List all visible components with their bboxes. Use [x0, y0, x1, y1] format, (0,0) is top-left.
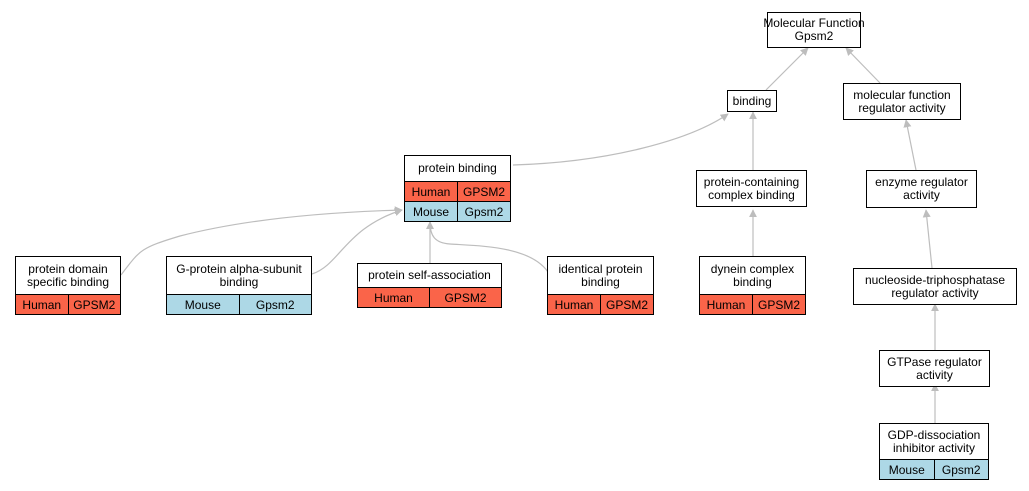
species-cell: Human [706, 297, 746, 312]
node-label-line: activity [903, 188, 940, 202]
node-dynein-complex-binding[interactable]: dynein complex binding Human GPSM2 [699, 256, 806, 315]
node-label-line: molecular function [853, 87, 951, 102]
node-gdp-dissociation-inhibitor-activity[interactable]: GDP-dissociation inhibitor activity Mous… [879, 423, 989, 480]
node-label-line: G-protein alpha-subunit [176, 261, 302, 276]
species-row-human: Human GPSM2 [548, 294, 653, 314]
species-row-mouse: Mouse Gpsm2 [167, 294, 311, 314]
node-enzyme-regulator-activity[interactable]: enzyme regulator activity [866, 170, 977, 208]
edge-ipb-to-pb [426, 221, 549, 273]
node-label-line: activity [916, 367, 953, 382]
gene-cell: GPSM2 [429, 288, 501, 307]
gene-cell: Gpsm2 [933, 460, 989, 479]
node-label-line: GDP-dissociation [887, 427, 981, 442]
species-row-mouse: Mouse Gpsm2 [405, 201, 510, 221]
node-protein-containing-complex-binding[interactable]: protein-containing complex binding [696, 170, 807, 207]
gene-cell: GPSM2 [67, 295, 121, 314]
species-row-human: Human GPSM2 [700, 294, 805, 314]
node-label-line: specific binding [26, 274, 110, 289]
edge-pdsb-to-pb [120, 206, 403, 276]
node-identical-protein-binding[interactable]: identical protein binding Human GPSM2 [547, 256, 654, 315]
node-label-line: protein binding [418, 161, 497, 175]
species-row-human: Human GPSM2 [358, 287, 501, 307]
node-label-line: inhibitor activity [892, 440, 976, 455]
gene-cell: GPSM2 [457, 182, 510, 201]
species-row-human: Human GPSM2 [16, 294, 120, 314]
species-row-mouse: Mouse Gpsm2 [880, 459, 988, 479]
edge-binding-to-mf [765, 47, 809, 91]
gene-cell: GPSM2 [752, 295, 805, 314]
node-label-line: binding [733, 274, 772, 289]
node-label-line: nucleoside-triphosphatase [864, 272, 1006, 287]
gene-cell: GPSM2 [600, 295, 653, 314]
species-cell: Human [374, 290, 413, 305]
node-label-line: protein self-association [368, 268, 491, 282]
node-label-line: protein-containing [703, 174, 800, 189]
node-label-line: protein domain [28, 261, 108, 276]
node-protein-self-association[interactable]: protein self-association Human GPSM2 [357, 263, 502, 308]
edge-era-to-mfra [903, 119, 917, 171]
node-molecular-function-regulator-activity[interactable]: molecular function regulator activity [843, 83, 961, 120]
node-binding[interactable]: binding [727, 90, 777, 112]
node-label-line: binding [581, 274, 620, 289]
edge-pb-to-binding [512, 113, 729, 166]
node-protein-binding[interactable]: protein binding Human GPSM2 Mouse Gpsm2 [404, 155, 511, 222]
node-label-line: binding [219, 274, 259, 289]
species-cell: Human [22, 297, 62, 312]
node-label-line: complex binding [708, 187, 795, 202]
species-row-human: Human GPSM2 [405, 181, 510, 201]
gene-cell: Gpsm2 [238, 295, 312, 314]
node-molecular-function[interactable]: Molecular Function Gpsm2 [763, 12, 865, 48]
species-cell: Human [554, 297, 594, 312]
node-label-line: regulator activity [858, 100, 946, 115]
node-label-line: identical protein [558, 261, 643, 276]
node-label-line: Gpsm2 [794, 29, 834, 43]
node-label-line: GTPase regulator [887, 354, 982, 369]
node-gtpase-regulator-activity[interactable]: GTPase regulator activity [879, 350, 990, 387]
node-nucleoside-triphosphatase-regulator-activity[interactable]: nucleoside-triphosphatase regulator acti… [853, 268, 1017, 305]
species-cell: Mouse [184, 297, 221, 312]
node-protein-domain-specific-binding[interactable]: protein domain specific binding Human GP… [15, 256, 121, 315]
edge-ntpra-to-era [922, 209, 933, 269]
node-label-line: Molecular Function [763, 16, 865, 30]
edge-gpasb-to-pb [311, 208, 403, 275]
node-label-line: dynein complex [710, 261, 795, 276]
edge-mfra-to-mf [845, 47, 881, 84]
gene-cell: Gpsm2 [457, 202, 510, 221]
node-g-protein-alpha-subunit-binding[interactable]: G-protein alpha-subunit binding Mouse Gp… [166, 256, 312, 315]
node-label-line: enzyme regulator [875, 175, 968, 189]
species-cell: Mouse [888, 462, 925, 477]
species-cell: Mouse [412, 204, 450, 219]
node-label-line: regulator activity [891, 285, 979, 300]
species-cell: Human [411, 184, 451, 199]
node-label-line: binding [732, 93, 772, 108]
